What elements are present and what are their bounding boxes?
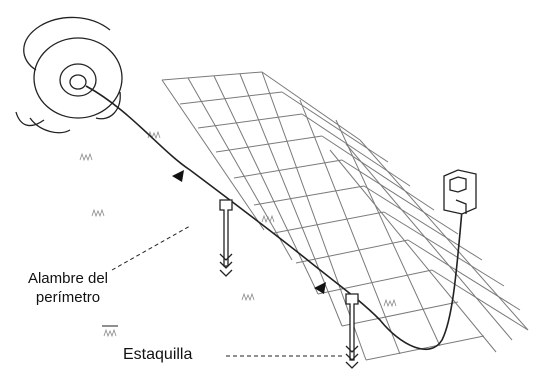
grass-tuft <box>383 298 397 308</box>
grass-tuft <box>91 208 105 218</box>
grass-tuft <box>241 292 255 302</box>
grass-tuft <box>103 328 117 338</box>
direction-arrow-icon <box>172 170 184 182</box>
grass-tuft <box>261 214 275 224</box>
wire-spool <box>15 16 123 134</box>
grass-tufts <box>79 130 397 338</box>
stake-icon <box>219 199 233 277</box>
perimeter-wire <box>85 85 463 351</box>
wire-label-line1: Alambre del <box>27 270 109 287</box>
direction-arrow-icon <box>314 282 326 294</box>
lawn-grid <box>161 71 529 361</box>
wire-label: Alambre del perímetro <box>8 270 128 308</box>
grass-tuft <box>79 152 93 162</box>
grass-tuft <box>147 130 161 140</box>
wire-leader-line <box>111 225 191 271</box>
stake-label: Estaquilla <box>123 346 193 363</box>
wire-label-line2: perímetro <box>35 288 101 306</box>
charging-station-icon <box>443 169 477 215</box>
stake-icon <box>345 293 359 369</box>
